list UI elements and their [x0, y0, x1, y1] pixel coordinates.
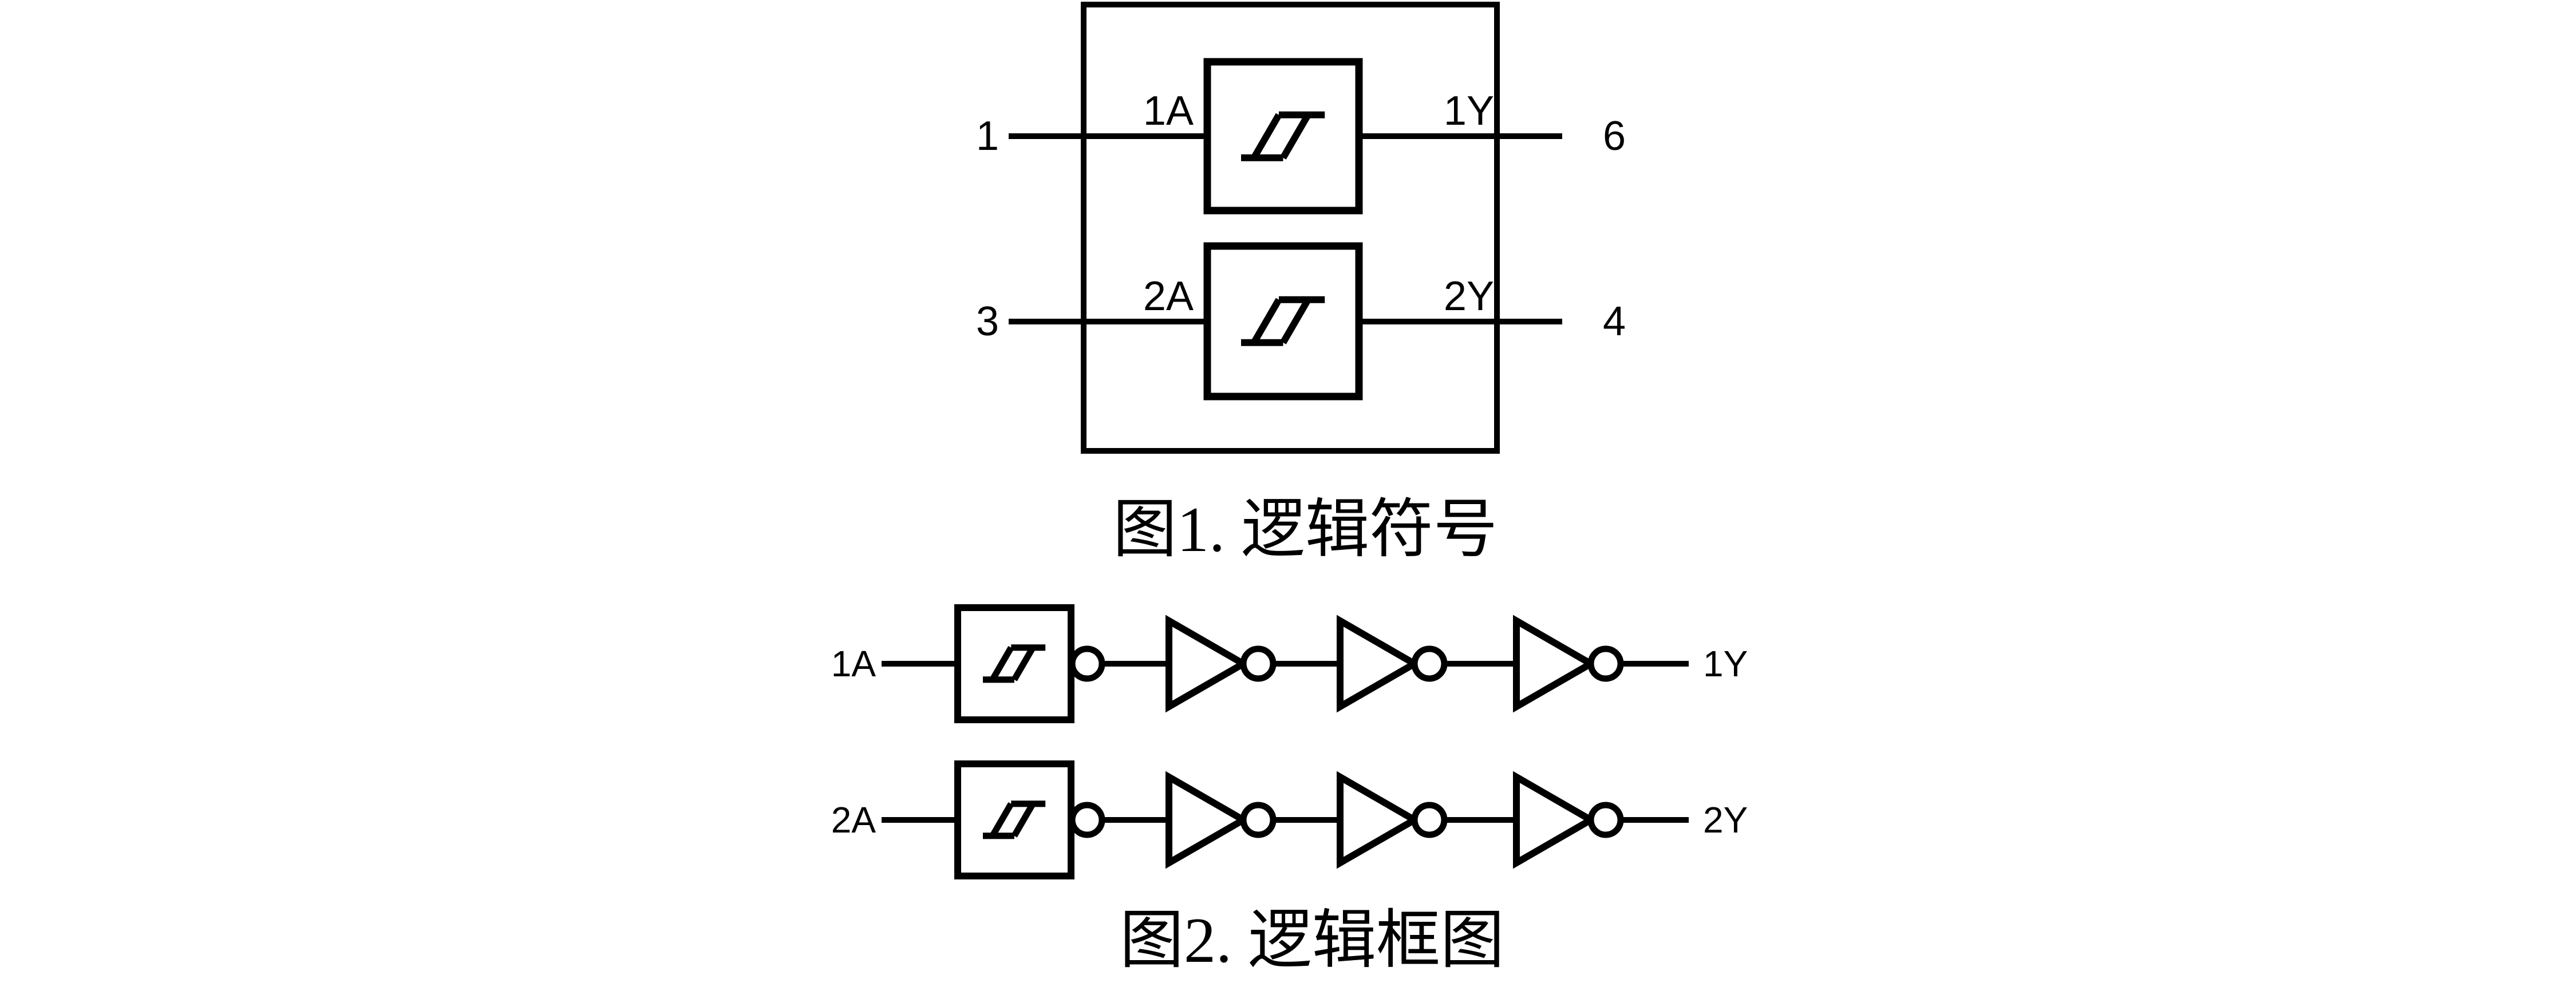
figure2-line-art — [882, 604, 1689, 879]
hysteresis-icon — [983, 800, 1046, 839]
row1-input-label: 1A — [831, 643, 876, 684]
pin-number-output-6: 6 — [1603, 113, 1626, 159]
schmitt-cell-box-2 — [1203, 242, 1363, 401]
inverter-bubble — [1069, 802, 1105, 838]
inverter-bubble — [1587, 802, 1624, 838]
pin-label-2a: 2A — [1143, 273, 1194, 319]
inverter-bubble — [1411, 802, 1448, 838]
hysteresis-icon — [1241, 296, 1325, 346]
buffer-triangle — [1165, 771, 1251, 869]
figure1-line-art — [1009, 2, 1562, 454]
inverter-bubble — [1587, 645, 1624, 682]
figure2-caption: 图2. 逻辑框图 — [1120, 905, 1504, 976]
pin-number-output-4: 4 — [1603, 299, 1626, 344]
inverter-bubble — [1069, 645, 1105, 682]
pin-label-2y: 2Y — [1443, 273, 1494, 319]
buffer-triangle — [1337, 771, 1422, 869]
schmitt-input-box — [954, 604, 1074, 723]
row2-output-label: 2Y — [1703, 799, 1748, 841]
figure2-row-1 — [882, 604, 1689, 723]
inverter-bubble — [1411, 645, 1448, 682]
buffer-triangle — [1337, 615, 1422, 713]
hysteresis-icon — [983, 644, 1046, 683]
ic-outline — [1081, 2, 1500, 454]
pin-number-input-1: 1 — [975, 113, 999, 159]
buffer-triangle — [1513, 771, 1598, 869]
inverter-bubble — [1240, 802, 1277, 838]
schmitt-cell-box-1 — [1203, 58, 1363, 215]
figure2-row-2 — [882, 760, 1689, 879]
schmitt-input-box — [954, 760, 1074, 879]
hysteresis-icon — [1241, 111, 1325, 161]
row1-output-label: 1Y — [1703, 643, 1748, 684]
figure1-caption: 图1. 逻辑符号 — [1113, 494, 1498, 565]
row2-input-label: 2A — [831, 799, 876, 841]
pin-label-1a: 1A — [1143, 88, 1194, 134]
inverter-bubble — [1240, 645, 1277, 682]
pin-label-1y: 1Y — [1443, 88, 1494, 134]
buffer-triangle — [1513, 615, 1598, 713]
buffer-triangle — [1165, 615, 1251, 713]
pin-number-input-3: 3 — [975, 299, 999, 344]
